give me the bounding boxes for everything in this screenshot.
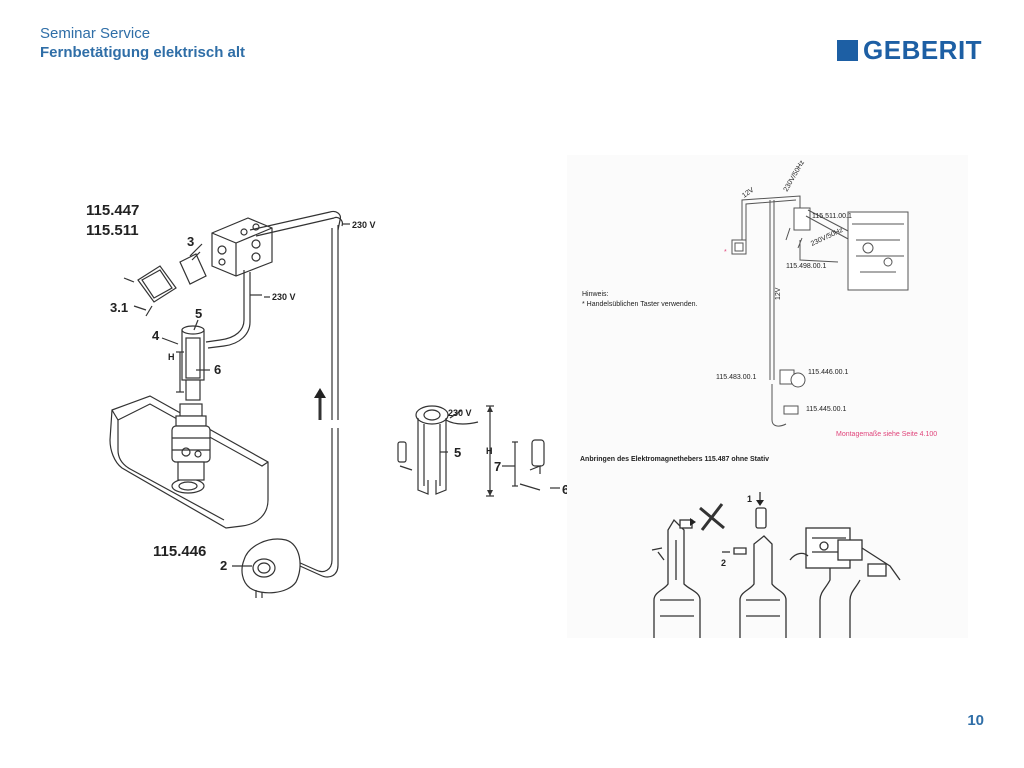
install-title: Anbringen des Elektromagnethebers 115.48… bbox=[580, 456, 769, 463]
install-steps bbox=[651, 492, 901, 638]
wiring-part-4: 115.446.00.1 bbox=[808, 369, 848, 376]
flush-valve bbox=[171, 403, 211, 481]
install-step-labels: 1 2 bbox=[721, 494, 752, 568]
wiring-part-3: 115.483.00.1 bbox=[716, 374, 756, 381]
middle-diagram bbox=[397, 405, 560, 497]
logo-text: GEBERIT bbox=[863, 35, 983, 65]
callout-2: 2 bbox=[220, 558, 227, 573]
wiring-diagram bbox=[731, 195, 909, 427]
junction-box bbox=[211, 217, 273, 277]
middle-diagram-labels: 230 V 5 H 7 6 bbox=[448, 408, 569, 497]
remote-button bbox=[241, 538, 301, 598]
callout-h: H bbox=[168, 352, 175, 362]
mid-callout-6: 6 bbox=[562, 482, 569, 497]
part-number-115447: 115.447 bbox=[86, 202, 139, 219]
step-1: 1 bbox=[747, 494, 752, 504]
callout-3: 3 bbox=[187, 234, 194, 249]
callout-4: 4 bbox=[152, 328, 160, 343]
header: Seminar Service Fernbetätigung elektrisc… bbox=[40, 24, 245, 62]
part-number-115511: 115.511 bbox=[86, 222, 139, 239]
wiring-part-5: 115.445.00.1 bbox=[806, 406, 846, 413]
header-title: Seminar Service bbox=[40, 25, 151, 42]
note-title: Hinweis: bbox=[582, 291, 609, 298]
callout-5: 5 bbox=[195, 306, 202, 321]
actuator bbox=[176, 325, 205, 401]
left-diagram-labels: 115.447 115.511 115.446 3 3.1 5 4 H 6 2 … bbox=[86, 202, 376, 573]
wiring-part-2: 115.498.00.1 bbox=[786, 263, 826, 270]
logo-square-icon bbox=[837, 40, 858, 61]
voltage-label-top: 230 V bbox=[352, 220, 376, 230]
mid-callout-7: 7 bbox=[494, 459, 501, 474]
callout-3-1: 3.1 bbox=[110, 300, 128, 315]
callout-6: 6 bbox=[214, 362, 221, 377]
page-number: 10 bbox=[967, 712, 984, 729]
wiring-star: * bbox=[724, 249, 727, 256]
part-number-115446: 115.446 bbox=[153, 543, 206, 560]
note-text: * Handelsüblichen Taster verwenden. bbox=[582, 301, 697, 308]
mid-callout-h: H bbox=[486, 446, 493, 456]
header-subtitle: Fernbetätigung elektrisch alt bbox=[40, 44, 246, 61]
wiring-voltage-4: 12V bbox=[775, 287, 782, 300]
wiring-part-1: 115.511.00.1 bbox=[812, 213, 852, 220]
mid-voltage-label: 230 V bbox=[448, 408, 472, 418]
voltage-label-mid: 230 V bbox=[272, 292, 296, 302]
step-2: 2 bbox=[721, 558, 726, 568]
left-diagram bbox=[109, 210, 350, 598]
mount-note: Montagemaße siehe Seite 4.100 bbox=[836, 431, 937, 438]
mid-callout-5: 5 bbox=[454, 445, 461, 460]
geberit-logo: GEBERIT bbox=[837, 35, 983, 65]
